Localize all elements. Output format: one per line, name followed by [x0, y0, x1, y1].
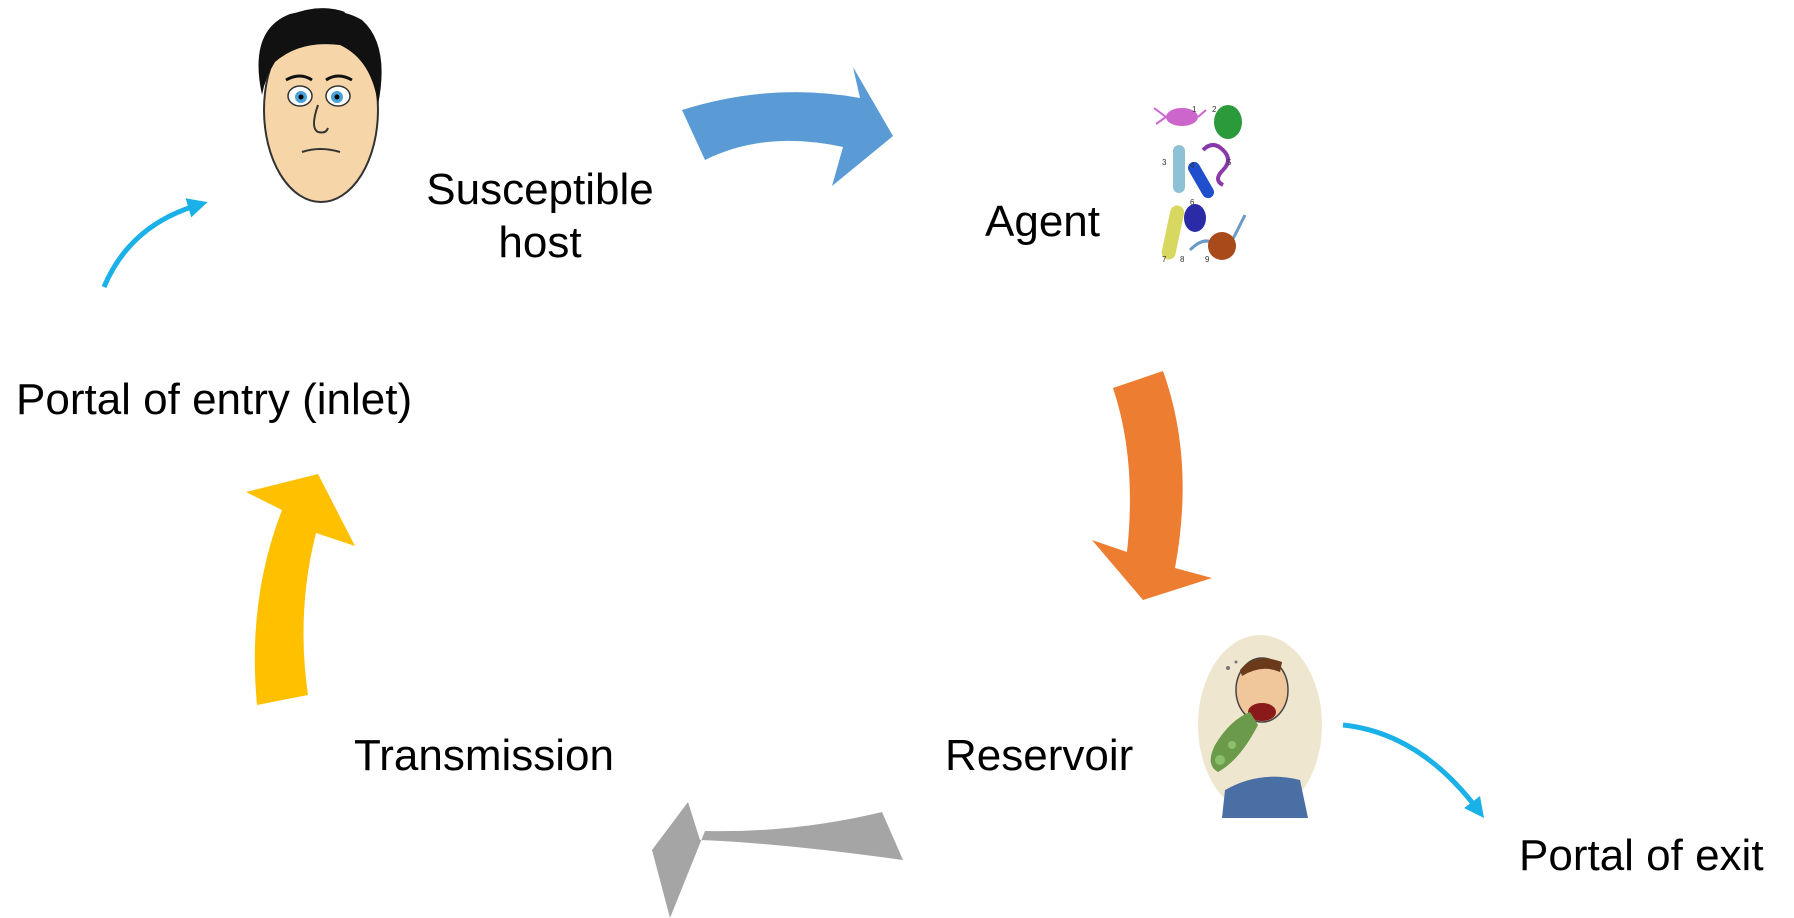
microbe-number: 2 [1212, 105, 1217, 114]
face-icon [258, 8, 382, 203]
label-susceptible-host-line2: host [498, 217, 582, 267]
arrow-entry-to-host [101, 198, 208, 288]
arrow-agent-to-reservoir [1092, 371, 1212, 600]
label-transmission: Transmission [354, 731, 614, 780]
label-susceptible-host: Susceptible host [410, 164, 670, 270]
microbe-number: 4 [1190, 161, 1195, 170]
microbe-number: 1 [1192, 105, 1197, 114]
microbe-number: 3 [1162, 158, 1167, 167]
arrow-reservoir-to-exit [1342, 722, 1485, 818]
label-portal-of-entry: Portal of entry (inlet) [16, 375, 413, 424]
sick-person-icon [1198, 635, 1322, 818]
label-agent: Agent [985, 197, 1100, 246]
label-reservoir: Reservoir [945, 731, 1134, 780]
microbe-number: 5 [1227, 158, 1232, 167]
arrow-host-to-agent [682, 67, 893, 186]
arrow-reservoir-to-transmission [652, 802, 903, 918]
label-susceptible-host-line1: Susceptible [426, 165, 654, 214]
microbes-icon: 1 2 3 4 5 6 7 8 9 [1153, 105, 1247, 264]
microbe-number: 6 [1190, 198, 1195, 207]
microbe-number: 9 [1205, 255, 1210, 264]
microbe-number: 7 [1162, 255, 1167, 264]
arrow-transmission-to-entry [246, 474, 355, 705]
microbe-number: 8 [1180, 255, 1185, 264]
label-portal-of-exit: Portal of exit [1519, 831, 1764, 880]
